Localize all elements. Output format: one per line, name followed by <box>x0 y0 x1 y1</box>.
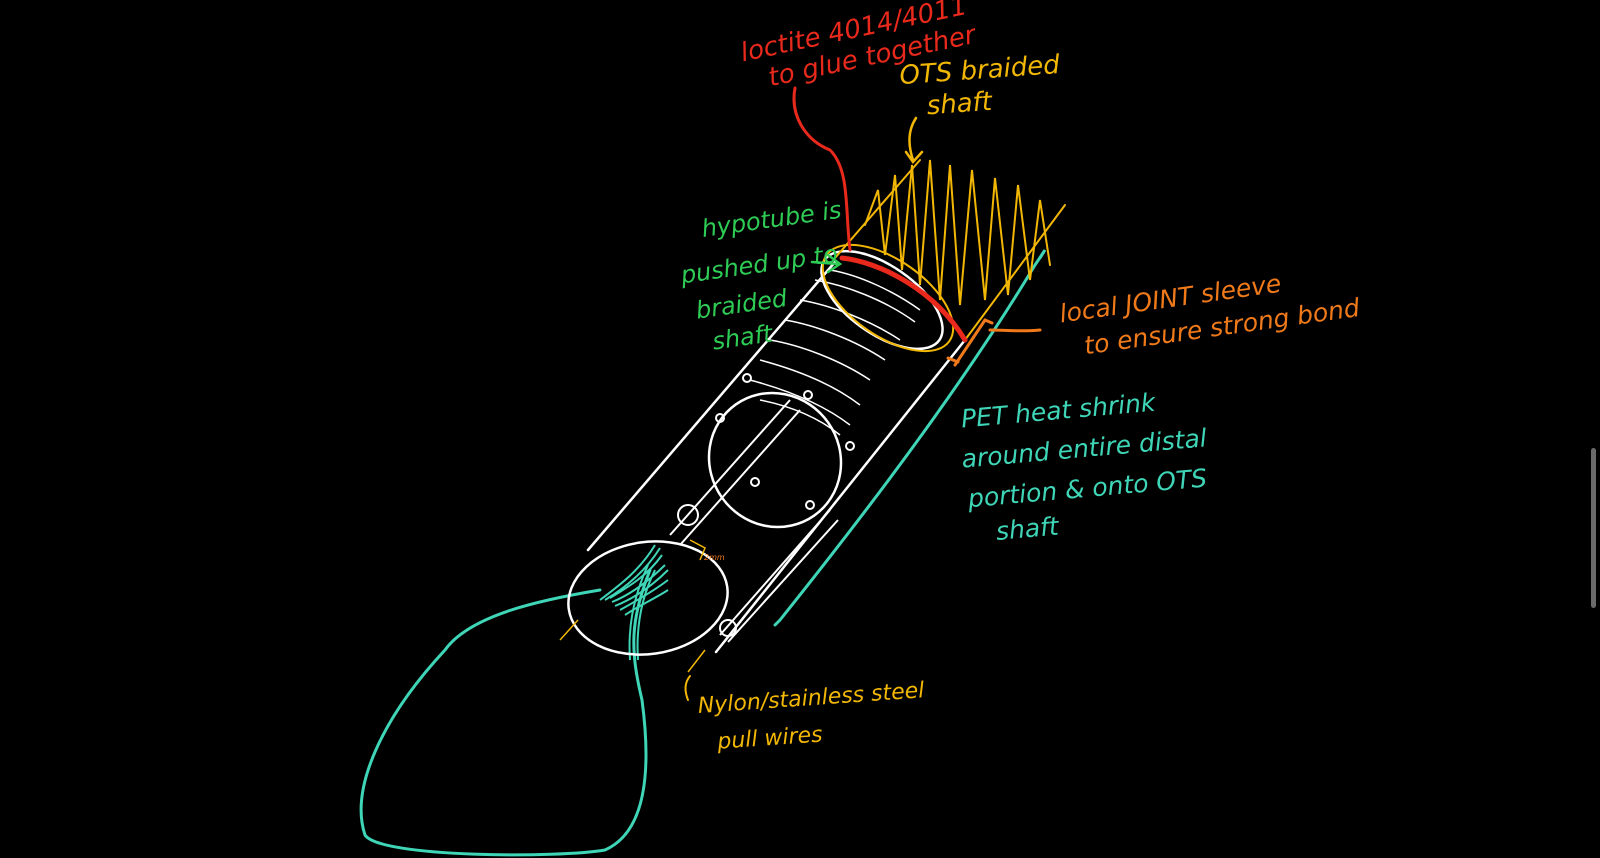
dimension-label: 2mm <box>704 553 725 562</box>
pull-wire-markers <box>559 539 706 673</box>
scrollbar-thumb[interactable] <box>1591 448 1596 608</box>
pull-wire-arrow <box>684 675 691 701</box>
ots-arrow <box>904 116 924 165</box>
hypotube-arrow <box>810 253 843 274</box>
glue-joint <box>839 255 968 343</box>
heat-shrink-fibers <box>599 544 669 661</box>
vertical-scrollbar[interactable] <box>1586 0 1600 858</box>
heat-shrink-loop <box>359 568 652 857</box>
loctite-arrow <box>792 86 852 252</box>
joint-sleeve <box>946 318 1042 367</box>
ots-line-2: shaft <box>926 87 994 122</box>
inner-lumens <box>669 373 855 643</box>
heat-shrink-line <box>773 249 1047 627</box>
pet-line-4: shaft <box>995 511 1061 545</box>
